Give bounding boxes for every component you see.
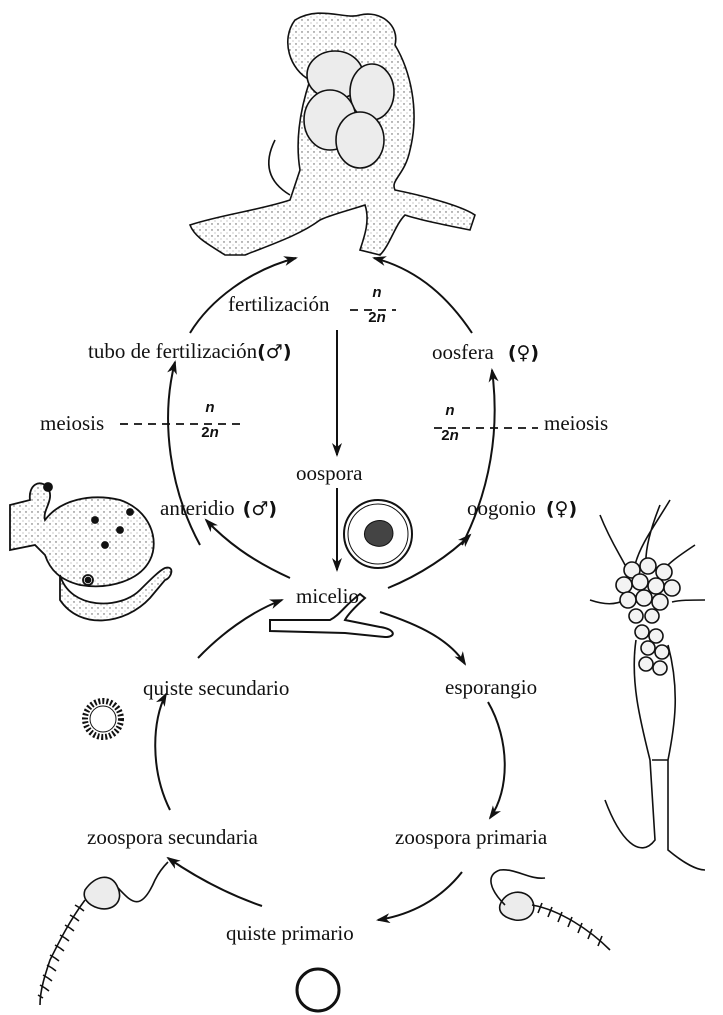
ploidy-haploid: n — [193, 400, 227, 415]
ploidy-haploid: n — [360, 285, 394, 300]
zoospora-secundaria-text: zoospora secundaria — [87, 825, 258, 849]
oospore-illustration — [344, 500, 412, 568]
label-esporangio: esporangio — [445, 677, 537, 698]
antheridium-illustration — [10, 483, 171, 620]
label-quiste-primario: quiste primario — [226, 923, 354, 944]
label-fertilizacion: fertilización — [228, 294, 329, 315]
label-zoospora-secundaria: zoospora secundaria — [87, 827, 258, 848]
ploidy-diploid: 2n — [360, 310, 394, 325]
label-oosfera: oosfera (♀) — [432, 342, 539, 363]
micelio-text: micelio — [296, 584, 359, 608]
ploidy-fertilizacion: n 2n — [360, 285, 394, 325]
primary-zoospore-illustration — [491, 870, 610, 950]
ploidy-meiosis-left: n 2n — [193, 400, 227, 440]
primary-cyst-illustration — [297, 969, 339, 1011]
meiosis-left-text: meiosis — [40, 411, 104, 435]
top-oogonium-illustration — [190, 13, 475, 255]
ploidy-diploid-num: 2 — [441, 427, 449, 444]
ploidy-diploid-num: 2 — [201, 424, 209, 441]
label-meiosis-left: meiosis — [40, 413, 104, 434]
fertilizacion-text: fertilización — [228, 292, 329, 316]
label-micelio: micelio — [296, 586, 359, 607]
female-symbol-oogonio: (♀) — [546, 498, 577, 520]
oospora-text: oospora — [296, 461, 363, 485]
esporangio-text: esporangio — [445, 675, 537, 699]
quiste-secundario-text: quiste secundario — [143, 676, 289, 700]
label-meiosis-right: meiosis — [544, 413, 608, 434]
ploidy-meiosis-right: n 2n — [433, 403, 467, 443]
oosfera-text: oosfera — [432, 340, 494, 364]
ploidy-diploid-var: n — [377, 309, 386, 326]
secondary-cyst-illustration — [85, 701, 121, 737]
label-tubo-de-fertilizacion: tubo de fertilización(♂) — [88, 341, 292, 362]
meiosis-right-text: meiosis — [544, 411, 608, 435]
label-zoospora-primaria: zoospora primaria — [395, 827, 547, 848]
meiosis-dividers — [120, 310, 538, 428]
ploidy-haploid: n — [433, 403, 467, 418]
ploidy-diploid-var: n — [210, 424, 219, 441]
oogonium-zoosporangium-illustration — [590, 500, 705, 870]
ploidy-diploid-num: 2 — [368, 309, 376, 326]
oogonio-text: oogonio — [467, 496, 536, 520]
label-oospora: oospora — [296, 463, 363, 484]
label-anteridio: anteridio (♂) — [160, 498, 277, 519]
oosphere-4 — [336, 112, 384, 168]
male-symbol: (♂) — [257, 341, 291, 363]
quiste-primario-text: quiste primario — [226, 921, 354, 945]
ploidy-diploid: 2n — [433, 428, 467, 443]
ploidy-diploid-var: n — [450, 427, 459, 444]
anteridio-text: anteridio — [160, 496, 235, 520]
secondary-zoospore-illustration — [38, 862, 168, 1005]
tubo-text: tubo de fertilización — [88, 339, 257, 363]
ploidy-diploid: 2n — [193, 425, 227, 440]
label-quiste-secundario: quiste secundario — [143, 678, 289, 699]
zoospora-primaria-text: zoospora primaria — [395, 825, 547, 849]
label-oogonio: oogonio (♀) — [467, 498, 577, 519]
female-symbol: (♀) — [508, 342, 539, 364]
male-symbol-anteridio: (♂) — [243, 498, 277, 520]
